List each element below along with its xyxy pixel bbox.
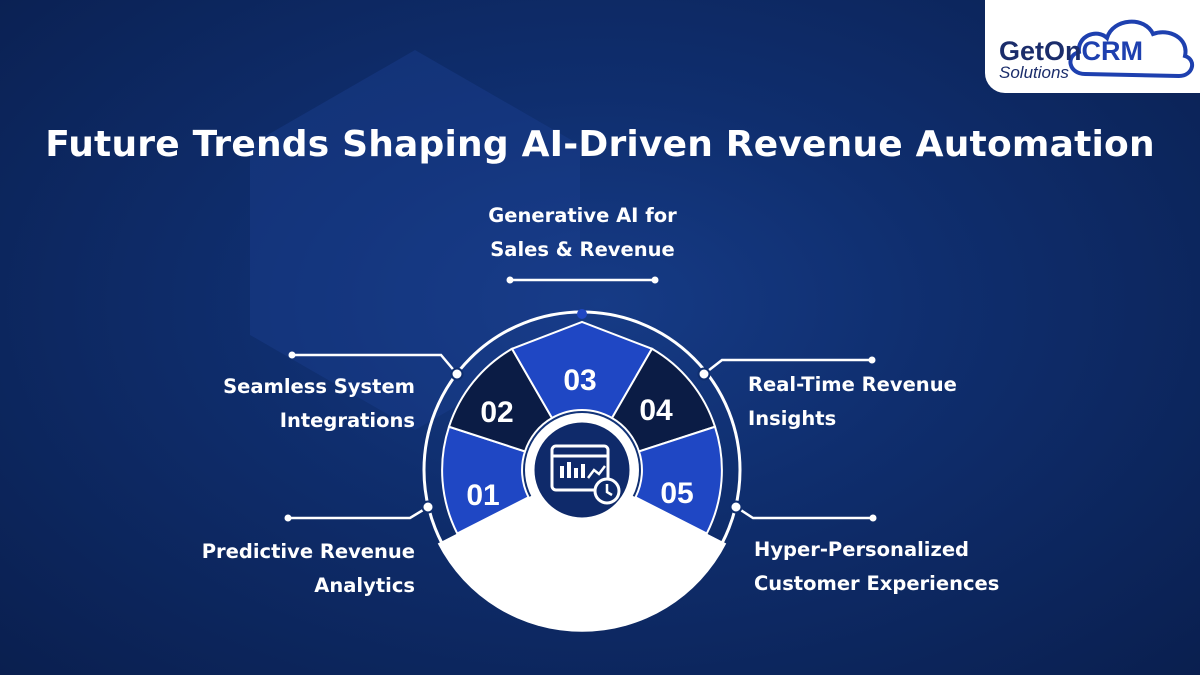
connector-04 (703, 358, 872, 375)
white-lower-band (437, 470, 727, 632)
brand-name-part1: GetOn (999, 36, 1082, 66)
connector-01 (288, 505, 429, 520)
page-title: Future Trends Shaping AI-Driven Revenue … (45, 124, 1155, 165)
label-02-line1: Seamless System (223, 375, 415, 398)
segment-05-number: 05 (660, 477, 693, 510)
label-03-line2: Sales & Revenue (490, 238, 675, 261)
label-segment-02: Seamless System Integrations (195, 370, 415, 438)
brand-logo: GetOnCRM Solutions (985, 0, 1200, 93)
label-04-line1: Real-Time Revenue (748, 373, 957, 396)
connector-01-end-dot (284, 514, 292, 522)
label-03-line1: Generative AI for (488, 204, 677, 227)
connector-02 (292, 353, 458, 375)
segment-02-number: 02 (480, 396, 513, 429)
analytics-dashboard-clock-icon (550, 444, 621, 505)
connector-05 (735, 505, 873, 520)
connector-05-ring-dot (729, 500, 743, 514)
connector-04-ring-dot (697, 367, 711, 381)
svg-text:GetOnCRM: GetOnCRM (999, 36, 1143, 66)
connector-02-end-dot (288, 351, 296, 359)
label-segment-05: Hyper-Personalized Customer Experiences (754, 533, 1024, 601)
connector-04-end-dot (868, 356, 876, 364)
connector-03-end-dot (651, 276, 659, 284)
label-01-line2: Analytics (314, 574, 415, 597)
segment-03-number: 03 (563, 364, 596, 397)
top-marker-dot (577, 309, 587, 319)
label-segment-03: Generative AI for Sales & Revenue (470, 199, 695, 267)
segment-04-number: 04 (639, 394, 673, 427)
brand-tagline: Solutions (999, 63, 1069, 82)
label-segment-04: Real-Time Revenue Insights (748, 368, 988, 436)
segment-05 (634, 425, 723, 535)
cloud-logo-icon: GetOnCRM Solutions (999, 19, 1195, 82)
label-05-line2: Customer Experiences (754, 572, 1000, 595)
connector-01-ring-dot (421, 500, 435, 514)
connector-03-start-dot (506, 276, 514, 284)
label-04-line2: Insights (748, 407, 837, 430)
connector-02-ring-dot (450, 367, 464, 381)
label-05-line1: Hyper-Personalized (754, 538, 970, 561)
label-02-line2: Integrations (279, 409, 415, 432)
label-01-line1: Predictive Revenue (201, 540, 415, 563)
brand-name-part2: CRM (1082, 36, 1144, 66)
connector-05-end-dot (869, 514, 877, 522)
label-segment-01: Predictive Revenue Analytics (185, 535, 415, 603)
segment-01-number: 01 (466, 479, 499, 512)
